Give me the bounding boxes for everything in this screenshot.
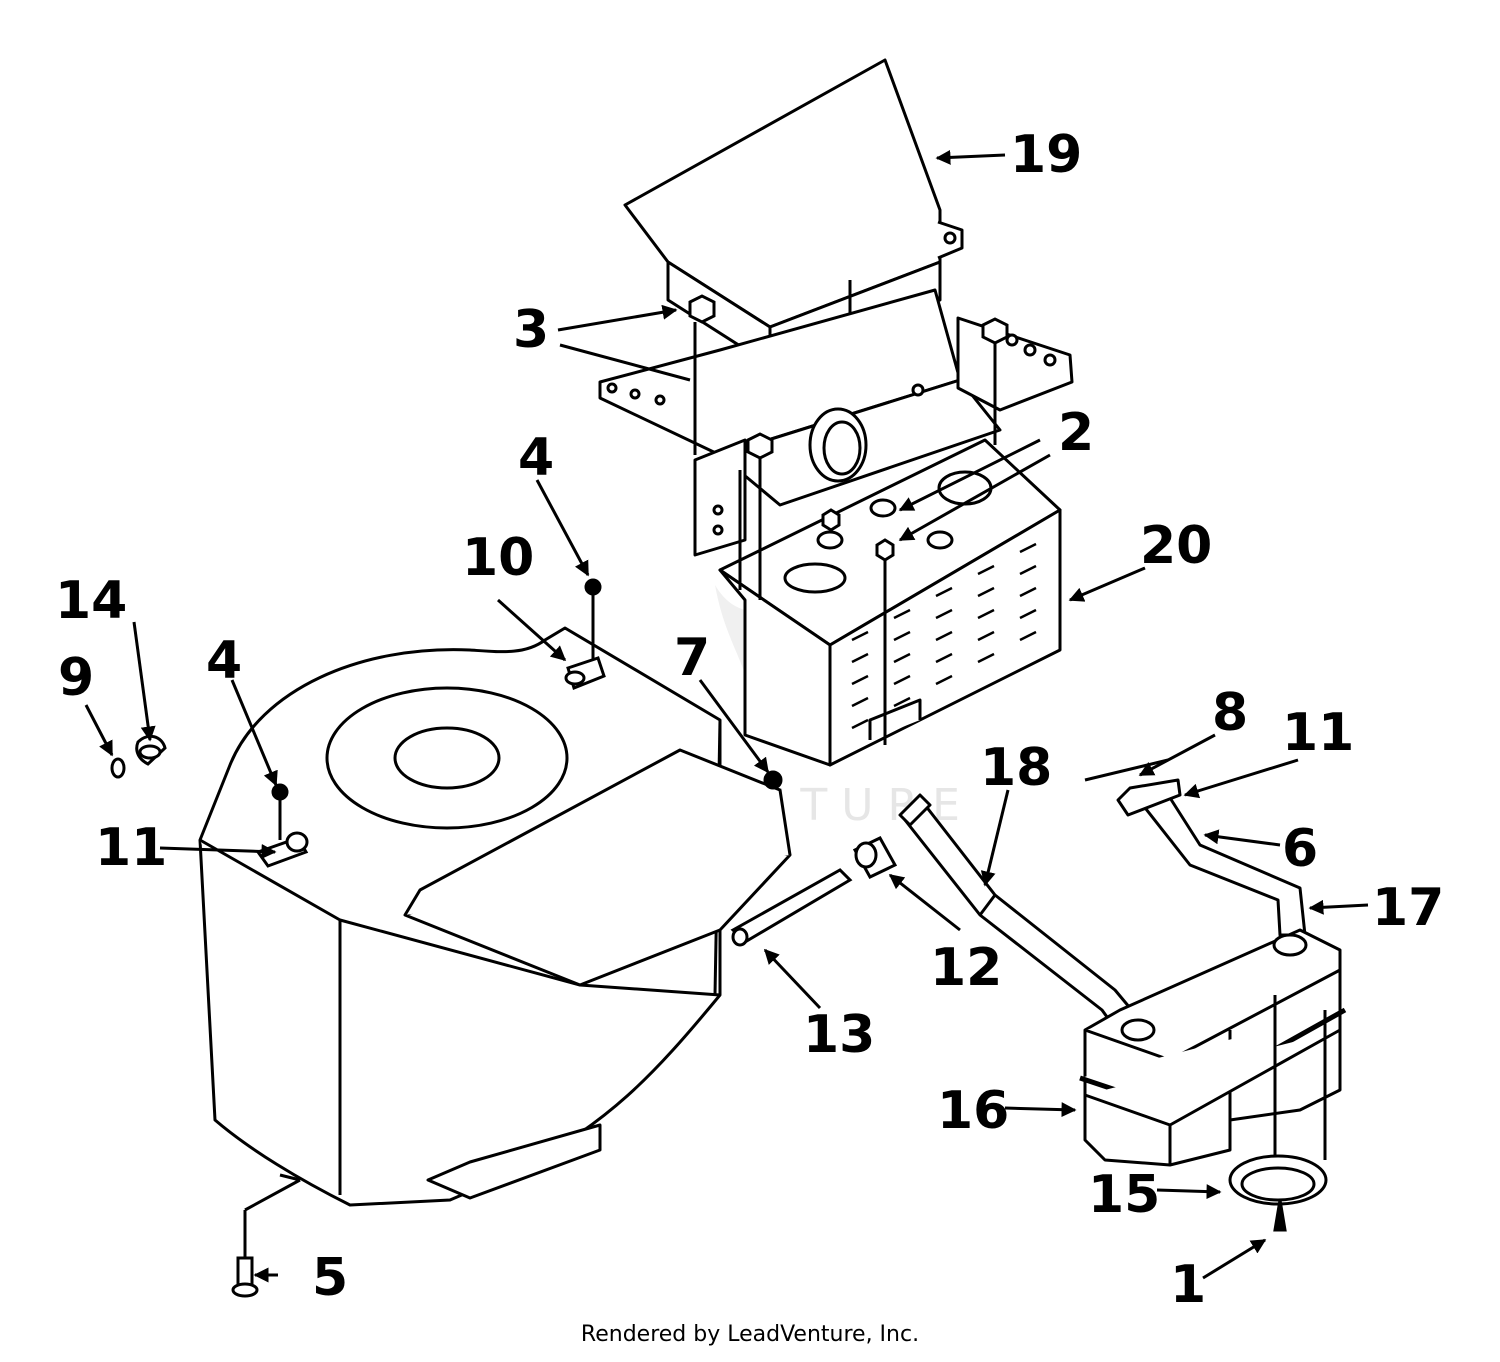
callout-11-right: 11: [1282, 703, 1354, 763]
callout-15: 15: [1088, 1165, 1160, 1225]
callout-5: 5: [312, 1248, 348, 1308]
engine-blower-housing: [198, 626, 792, 1207]
callout-1: 1: [1170, 1255, 1206, 1315]
callout-19: 19: [1010, 125, 1082, 185]
callout-9: 9: [58, 648, 94, 708]
mounting-bracket: [598, 288, 1074, 557]
callout-16: 16: [937, 1081, 1009, 1141]
housing-fasteners: [110, 578, 783, 868]
callout-2: 2: [1058, 403, 1094, 463]
muffler-part-16: [1079, 928, 1347, 1167]
callout-20: 20: [1140, 516, 1212, 576]
exhaust-tube-part-13: [730, 868, 853, 947]
callout-18: 18: [980, 738, 1052, 798]
callout-labels: 19 3 2 20 4 10 14 9 4 7 11 8 11 18 6 17 …: [55, 125, 1444, 1315]
callout-11-left: 11: [95, 818, 167, 878]
callout-10: 10: [462, 528, 534, 588]
footer-credit: Rendered by LeadVenture, Inc.: [580, 1322, 920, 1347]
callout-7: 7: [674, 628, 710, 688]
callout-leaders: [84, 149, 1369, 1283]
bolt-part-5: [231, 1178, 301, 1298]
callout-3: 3: [513, 300, 549, 360]
callout-4-lower: 4: [206, 631, 242, 691]
exhaust-pipes: [898, 758, 1307, 1037]
sleeve-part-12: [852, 836, 898, 879]
callout-13: 13: [803, 1005, 875, 1065]
callout-4-upper: 4: [518, 428, 554, 488]
callout-6: 6: [1282, 819, 1318, 879]
callout-14: 14: [55, 571, 127, 631]
callout-12: 12: [930, 938, 1002, 998]
callout-17: 17: [1372, 878, 1444, 938]
callout-8: 8: [1212, 683, 1248, 743]
mounting-bolts: [688, 294, 1009, 745]
clamp-part-15: [1228, 1154, 1328, 1232]
